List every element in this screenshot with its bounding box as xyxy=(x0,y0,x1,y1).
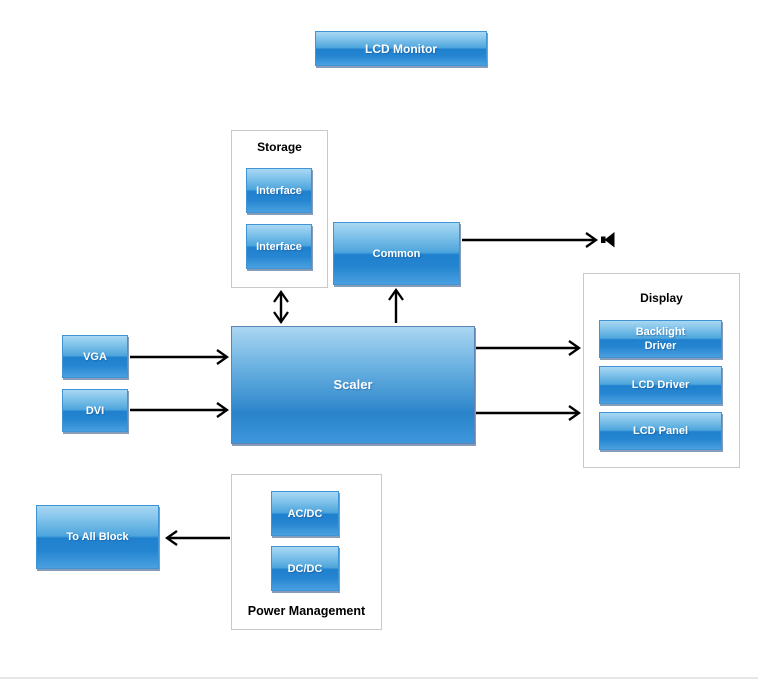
node-vga-label: VGA xyxy=(83,350,107,363)
node-lcd-monitor: LCD Monitor xyxy=(315,31,487,66)
bottom-divider xyxy=(0,677,758,679)
node-vga: VGA xyxy=(62,335,128,378)
node-acdc-label: AC/DC xyxy=(287,507,323,520)
node-to-all-block-label: To All Block xyxy=(66,531,129,543)
speaker-icon xyxy=(601,232,615,248)
node-lcd-driver: LCD Driver xyxy=(599,366,722,404)
node-lcd-panel: LCD Panel xyxy=(599,412,722,450)
node-interface-1-label: Interface xyxy=(256,184,302,197)
node-interface-1: Interface xyxy=(246,168,312,213)
group-storage-label: Storage xyxy=(257,140,302,154)
node-acdc: AC/DC xyxy=(271,491,339,536)
node-scaler: Scaler xyxy=(231,326,475,444)
node-dcdc: DC/DC xyxy=(271,546,339,591)
node-scaler-label: Scaler xyxy=(333,377,373,392)
node-lcd-monitor-label: LCD Monitor xyxy=(365,41,437,56)
group-display-label: Display xyxy=(640,291,683,305)
node-dvi: DVI xyxy=(62,389,128,432)
group-power-management-label: Power Management xyxy=(247,604,366,618)
node-interface-2-label: Interface xyxy=(256,240,302,253)
node-common: Common xyxy=(333,222,460,285)
node-lcd-panel-label: LCD Panel xyxy=(632,425,688,437)
node-dvi-label: DVI xyxy=(85,404,105,417)
node-interface-2: Interface xyxy=(246,224,312,269)
node-backlight-driver: Backlight Driver xyxy=(599,320,722,358)
node-backlight-driver-label: Backlight Driver xyxy=(635,326,686,352)
node-to-all-block: To All Block xyxy=(36,505,159,569)
node-dcdc-label: DC/DC xyxy=(287,562,323,575)
node-common-label: Common xyxy=(372,247,421,260)
node-lcd-driver-label: LCD Driver xyxy=(631,379,690,391)
